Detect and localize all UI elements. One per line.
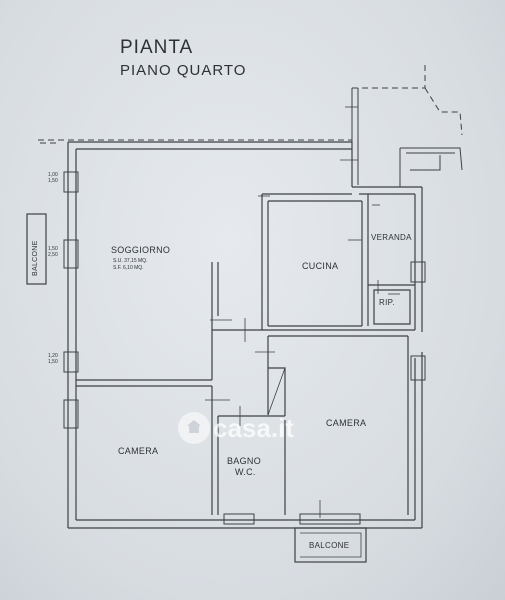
room-label-rip: RIP.	[379, 298, 395, 307]
window-dim-2-width: 1,50	[48, 246, 58, 252]
room-label-veranda: VERANDA	[371, 233, 412, 242]
balcony-label-bottom: BALCONE	[309, 541, 350, 550]
watermark-text: casa.it	[213, 412, 294, 443]
boundary-dashed	[38, 65, 463, 144]
room-label-wc: W.C.	[235, 467, 256, 477]
room-label-camera-right: CAMERA	[326, 418, 367, 428]
window-dim-2: 1,50 2,50	[48, 246, 58, 258]
room-label-bagno: BAGNO	[227, 456, 262, 466]
window-dim-2-height: 2,50	[48, 252, 58, 258]
soggiorno-sf-area: S.F. 6,10 MQ.	[113, 265, 144, 271]
window-dim-3: 1,20 1,50	[48, 353, 58, 365]
door-marks	[205, 106, 400, 518]
boundary-solid	[351, 88, 463, 187]
plan-title: PIANTA	[120, 37, 194, 58]
balcony-label-left: BALCONE	[32, 240, 39, 276]
casa-it-watermark: casa.it	[178, 412, 294, 444]
room-label-soggiorno: SOGGIORNO	[111, 245, 171, 255]
room-label-cucina: CUCINA	[302, 261, 339, 271]
window-dim-1-width: 1,00	[48, 172, 58, 178]
window-dim-3-width: 1,20	[48, 353, 58, 359]
window-dim-3-height: 1,50	[48, 359, 58, 365]
window-dim-1-height: 1,50	[48, 178, 58, 184]
balconies	[26, 213, 367, 563]
house-icon	[178, 412, 210, 444]
room-label-camera-left: CAMERA	[118, 446, 159, 456]
window-marks	[63, 171, 426, 525]
plan-subtitle: PIANO QUARTO	[120, 62, 247, 79]
interior-walls	[76, 193, 415, 515]
soggiorno-su-area: S.U. 37,15 MQ.	[113, 258, 148, 264]
window-dim-1: 1,00 1,50	[48, 172, 58, 184]
